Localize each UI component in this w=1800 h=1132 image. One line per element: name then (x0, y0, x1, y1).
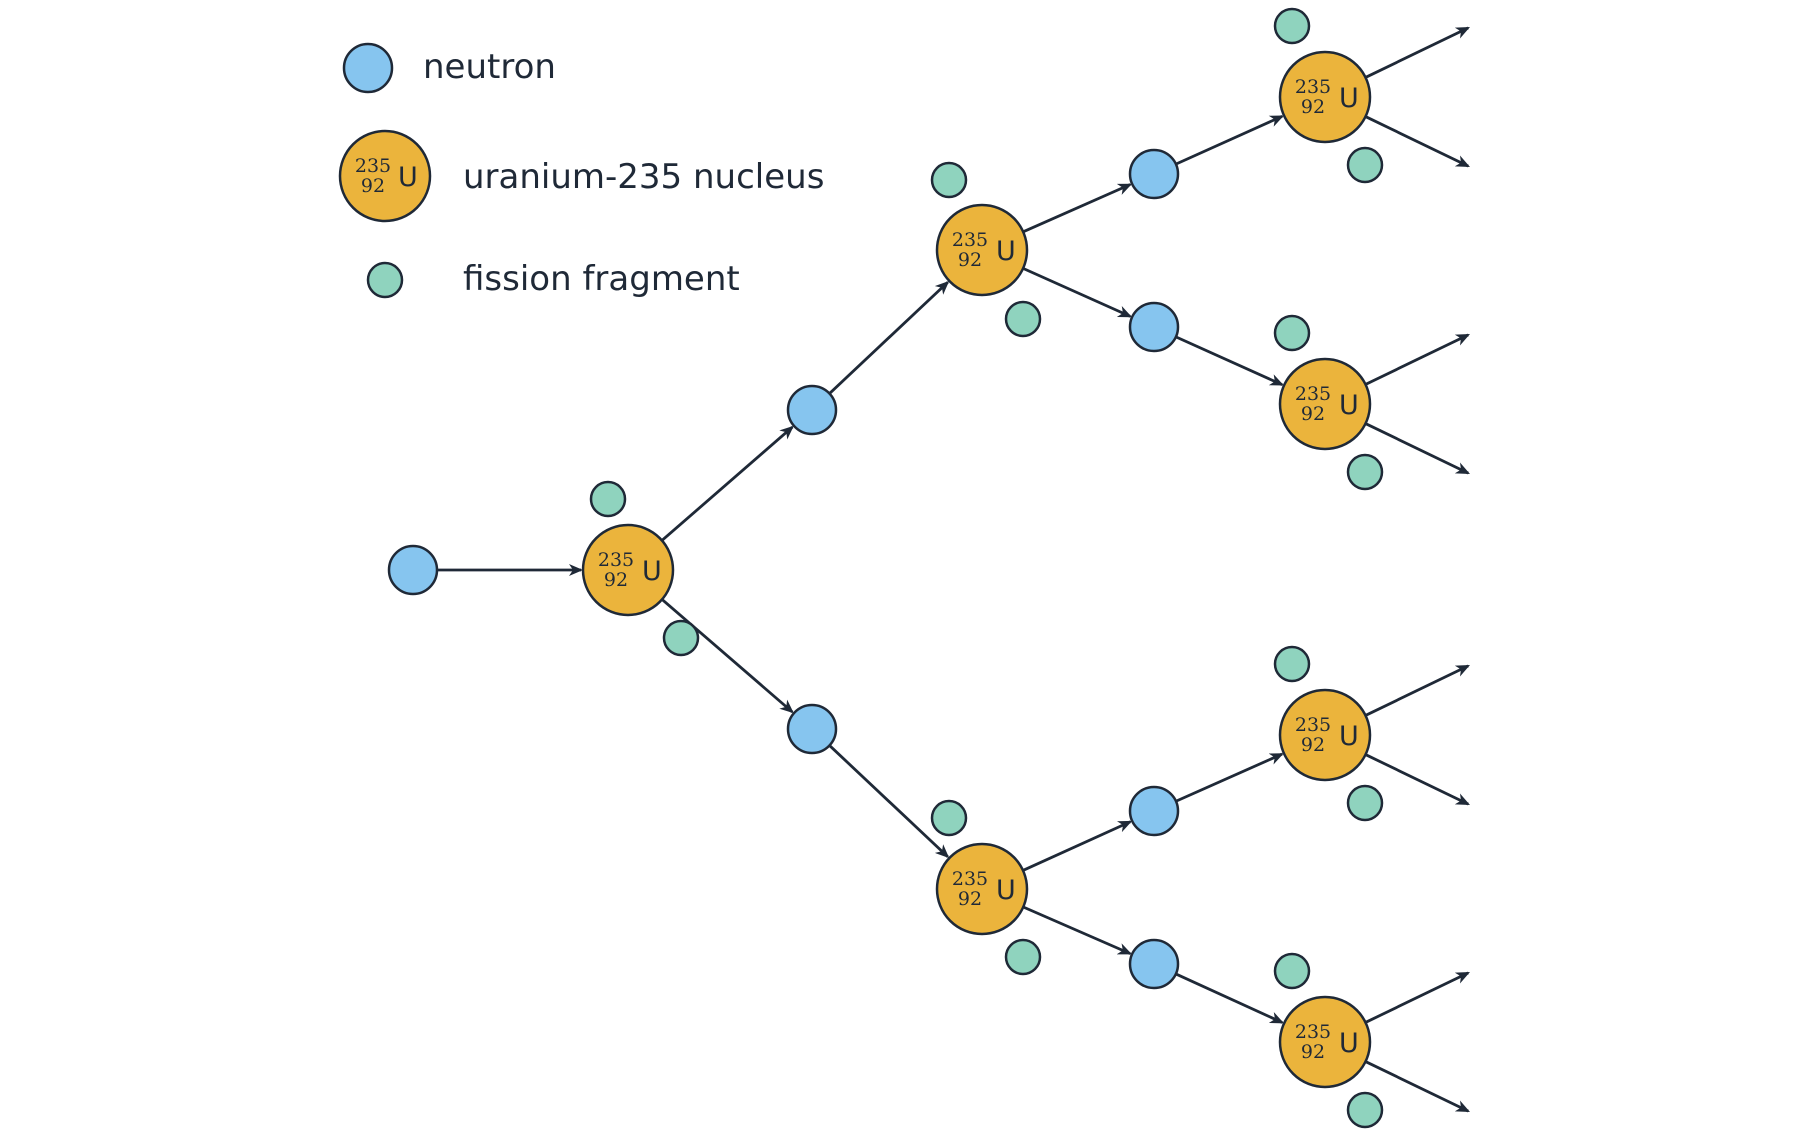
fission-fragment (1346, 146, 1384, 184)
neutron-arrow (1175, 335, 1284, 386)
uranium-nucleus (1278, 50, 1372, 144)
fission-fragment (930, 799, 968, 837)
fission-fragment (1004, 300, 1042, 338)
outgoing-neutron-arrow (1364, 753, 1470, 806)
fission-fragment (1273, 7, 1311, 45)
mass-number: 235 (598, 549, 634, 571)
neutron-arrow (1175, 752, 1284, 803)
mass-number: 235 (1295, 383, 1331, 405)
element-symbol: U (1339, 83, 1359, 114)
neutron (786, 703, 838, 755)
uranium-nucleus (935, 203, 1029, 297)
element-symbol: U (1339, 390, 1359, 421)
neutron-arrow (661, 425, 794, 542)
fission-fragment (1273, 645, 1311, 683)
fission-fragment (1346, 784, 1384, 822)
neutron-arrow (661, 598, 794, 714)
neutron (786, 384, 838, 436)
atomic-number: 92 (604, 569, 628, 591)
element-symbol: U (996, 236, 1016, 267)
neutron-arrow (1022, 820, 1133, 872)
mass-number: 235 (1295, 76, 1331, 98)
element-symbol: U (642, 556, 662, 587)
fission-fragment (1346, 453, 1384, 491)
neutron (1128, 301, 1180, 353)
fission-fragment (1273, 314, 1311, 352)
fission-fragment (1346, 1091, 1384, 1129)
legend-neutron-swatch (342, 42, 394, 94)
atomic-number: 92 (1301, 96, 1325, 118)
neutron-arrow (1175, 972, 1285, 1024)
atomic-number: 92 (958, 888, 982, 910)
fission-fragment (1273, 952, 1311, 990)
atomic-number: 92 (958, 249, 982, 271)
uranium-nucleus (1278, 357, 1372, 451)
element-symbol: U (1339, 1028, 1359, 1059)
neutron-arrow (1022, 905, 1133, 955)
legend-neutron-label: neutron (423, 47, 556, 87)
neutron-arrow (1022, 267, 1133, 318)
outgoing-neutron-arrow (1364, 1060, 1470, 1113)
atomic-number: 92 (1301, 403, 1325, 425)
outgoing-neutron-arrow (1364, 971, 1470, 1024)
legend-element-symbol: U (398, 162, 418, 193)
outgoing-neutron-arrow (1364, 664, 1470, 717)
uranium-nucleus (1278, 995, 1372, 1089)
legend-uranium-label: uranium-235 nucleus (463, 157, 824, 197)
outgoing-neutron-arrow (1364, 333, 1470, 386)
mass-number: 235 (952, 868, 988, 890)
fission-fragment (589, 480, 627, 518)
neutron-arrow (1175, 115, 1284, 166)
outgoing-neutron-arrow (1364, 26, 1470, 79)
legend-fragment-label: fission fragment (463, 259, 740, 299)
uranium-nucleus (1278, 688, 1372, 782)
neutron-arrow (1022, 183, 1133, 234)
mass-number: 235 (952, 229, 988, 251)
mass-number: 235 (1295, 1021, 1331, 1043)
legend: neutron 235 92 U uranium-235 nucleus fis… (338, 42, 824, 299)
uranium-nucleus (935, 842, 1029, 936)
fission-fragment (662, 619, 700, 657)
neutron-arrow (828, 744, 950, 859)
atomic-number: 92 (1301, 734, 1325, 756)
neutron (387, 544, 439, 596)
element-symbol: U (1339, 721, 1359, 752)
neutron-arrow (828, 280, 950, 395)
mass-number: 235 (1295, 714, 1331, 736)
element-symbol: U (996, 875, 1016, 906)
atomic-number: 92 (1301, 1041, 1325, 1063)
uranium-nucleus (581, 523, 675, 617)
legend-fragment-swatch (366, 261, 404, 299)
neutron (1128, 148, 1180, 200)
legend-uranium-swatch: 235 92 U (338, 129, 432, 223)
fission-fragment (930, 161, 968, 199)
neutron (1128, 785, 1180, 837)
fission-fragment (1004, 938, 1042, 976)
outgoing-neutron-arrow (1364, 422, 1470, 475)
outgoing-neutron-arrow (1364, 115, 1470, 168)
legend-mass-number: 235 (355, 155, 391, 177)
neutron (1128, 938, 1180, 990)
legend-atomic-number: 92 (361, 175, 385, 197)
